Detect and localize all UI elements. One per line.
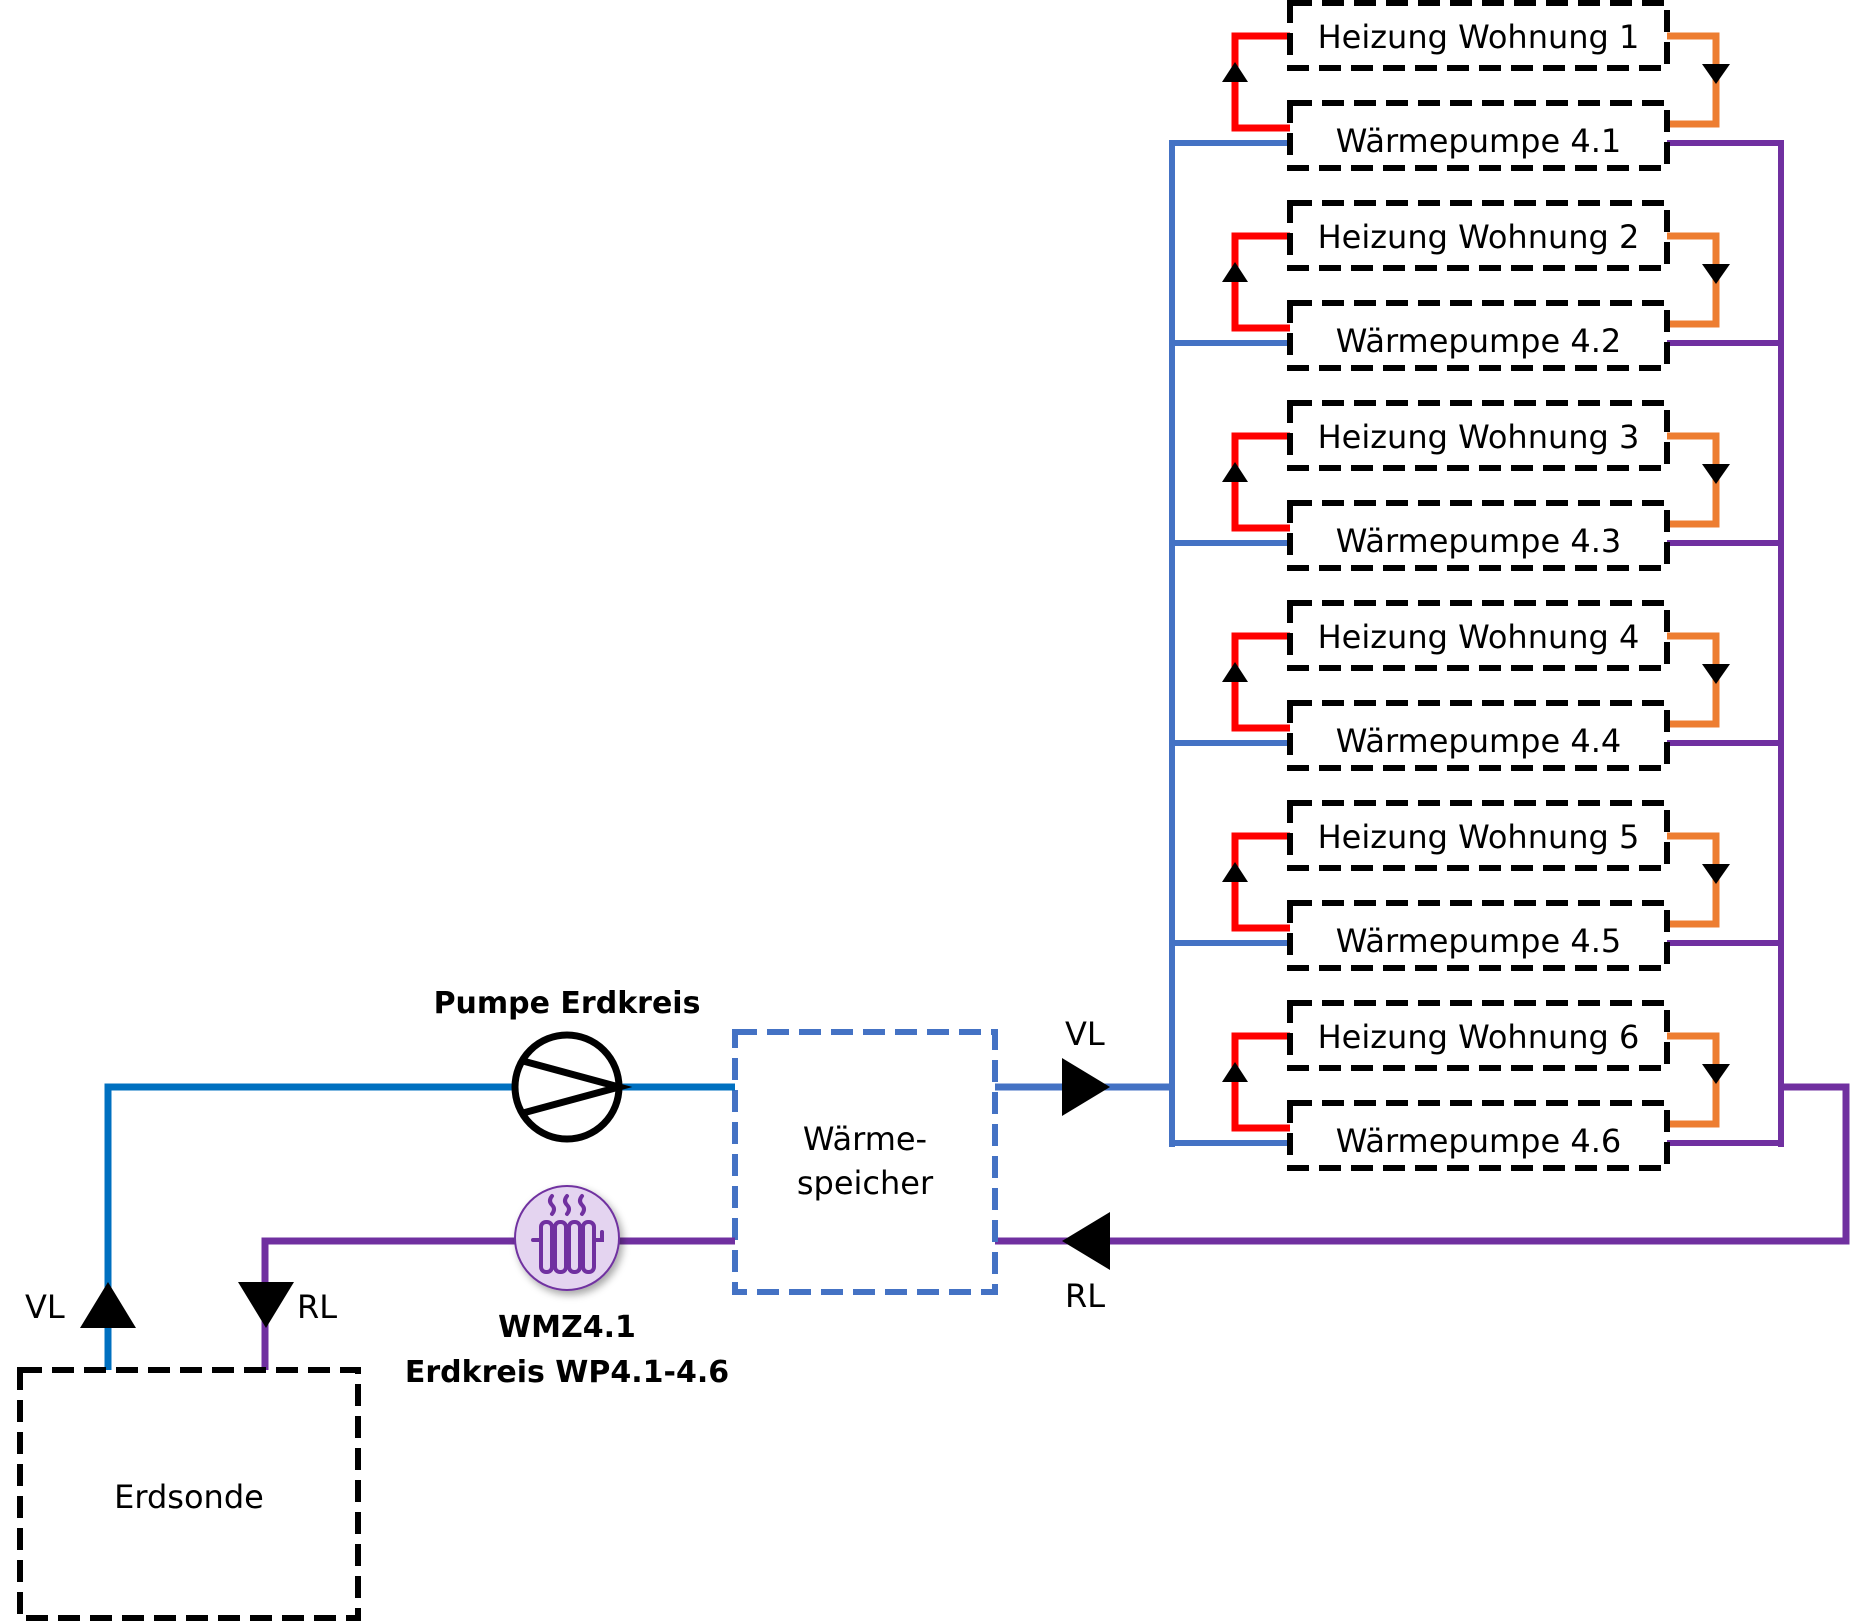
bus-return-label: RL <box>1065 1277 1105 1315</box>
heat-pump-box[interactable] <box>1287 700 1670 771</box>
ground-return-label: RL <box>297 1288 337 1326</box>
heating-box[interactable] <box>1287 400 1670 471</box>
heating-box[interactable] <box>1287 600 1670 671</box>
unit-row: Heizung Wohnung 1 Wärmepumpe 4.1 <box>1172 0 1781 171</box>
heating-box[interactable] <box>1287 200 1670 271</box>
heat-pump-label: Wärmepumpe 4.3 <box>1336 522 1621 560</box>
meter-label-2: Erdkreis WP4.1-4.6 <box>405 1355 729 1390</box>
unit-row: Heizung Wohnung 5 Wärmepumpe 4.5 <box>1172 800 1781 971</box>
heating-return-pipe <box>1667 432 1720 528</box>
heat-pump-label: Wärmepumpe 4.1 <box>1336 122 1621 160</box>
heating-supply-arrow-icon <box>1222 262 1248 282</box>
heating-supply-arrow-icon <box>1222 62 1248 82</box>
ground-supply-label: VL <box>25 1288 65 1326</box>
heating-label: Heizung Wohnung 5 <box>1318 818 1640 856</box>
unit-row: Heizung Wohnung 4 Wärmepumpe 4.4 <box>1172 600 1781 771</box>
heating-supply-arrow-icon <box>1222 662 1248 682</box>
pump-label: Pumpe Erdkreis <box>434 986 701 1021</box>
ground-supply-pipe <box>104 1083 515 1370</box>
heating-label: Heizung Wohnung 2 <box>1318 218 1640 256</box>
heat-pump-box[interactable] <box>1287 300 1670 371</box>
heat-pump-box[interactable] <box>1287 100 1670 171</box>
pump-icon[interactable] <box>511 1031 633 1143</box>
ground-supply-arrow-icon <box>80 1282 136 1328</box>
heating-return-pipe <box>1667 232 1720 328</box>
bus-return-pipe <box>995 1083 1850 1245</box>
meter-label-1: WMZ4.1 <box>498 1310 636 1345</box>
heating-return-arrow-icon <box>1702 464 1730 484</box>
heating-label: Heizung Wohnung 1 <box>1318 18 1640 56</box>
heating-supply-arrow-icon <box>1222 1062 1248 1082</box>
heating-box[interactable] <box>1287 0 1670 71</box>
heat-storage-label-2: speicher <box>797 1164 934 1202</box>
heating-label: Heizung Wohnung 6 <box>1318 1018 1640 1056</box>
heating-return-arrow-icon <box>1702 64 1730 84</box>
ground-probe-label: Erdsonde <box>114 1478 264 1516</box>
heat-storage-box[interactable] <box>732 1029 998 1295</box>
ground-probe-box[interactable] <box>17 1367 361 1621</box>
heating-supply-arrow-icon <box>1222 862 1248 882</box>
bus-supply-label: VL <box>1065 1015 1105 1053</box>
heating-return-arrow-icon <box>1702 1064 1730 1084</box>
heat-pump-box[interactable] <box>1287 1100 1670 1171</box>
heat-pump-label: Wärmepumpe 4.6 <box>1336 1122 1621 1160</box>
heating-return-pipe <box>1667 32 1720 128</box>
heating-label: Heizung Wohnung 3 <box>1318 418 1640 456</box>
heating-return-arrow-icon <box>1702 664 1730 684</box>
heat-pump-box[interactable] <box>1287 900 1670 971</box>
bus-return-arrow-icon <box>1062 1212 1110 1270</box>
heating-return-pipe <box>1667 1032 1720 1128</box>
heat-pump-label: Wärmepumpe 4.5 <box>1336 922 1621 960</box>
ground-return-pipe <box>261 1237 515 1370</box>
heating-supply-arrow-icon <box>1222 462 1248 482</box>
heat-storage-label-1: Wärme- <box>803 1120 927 1158</box>
heating-return-arrow-icon <box>1702 864 1730 884</box>
heating-box[interactable] <box>1287 1000 1670 1071</box>
heat-pump-box[interactable] <box>1287 500 1670 571</box>
unit-row: Heizung Wohnung 2 Wärmepumpe 4.2 <box>1172 200 1781 371</box>
heat-pump-label: Wärmepumpe 4.4 <box>1336 722 1621 760</box>
unit-row: Heizung Wohnung 6 Wärmepumpe 4.6 <box>1172 1000 1781 1171</box>
unit-row: Heizung Wohnung 3 Wärmepumpe 4.3 <box>1172 400 1781 571</box>
heating-return-arrow-icon <box>1702 264 1730 284</box>
heating-return-pipe <box>1667 632 1720 728</box>
bus-supply-arrow-icon <box>1062 1058 1110 1116</box>
ground-return-arrow-icon <box>238 1282 294 1328</box>
radiator-icon[interactable] <box>514 1185 620 1291</box>
heating-label: Heizung Wohnung 4 <box>1318 618 1640 656</box>
heating-box[interactable] <box>1287 800 1670 871</box>
heating-return-pipe <box>1667 832 1720 928</box>
heat-pump-label: Wärmepumpe 4.2 <box>1336 322 1621 360</box>
